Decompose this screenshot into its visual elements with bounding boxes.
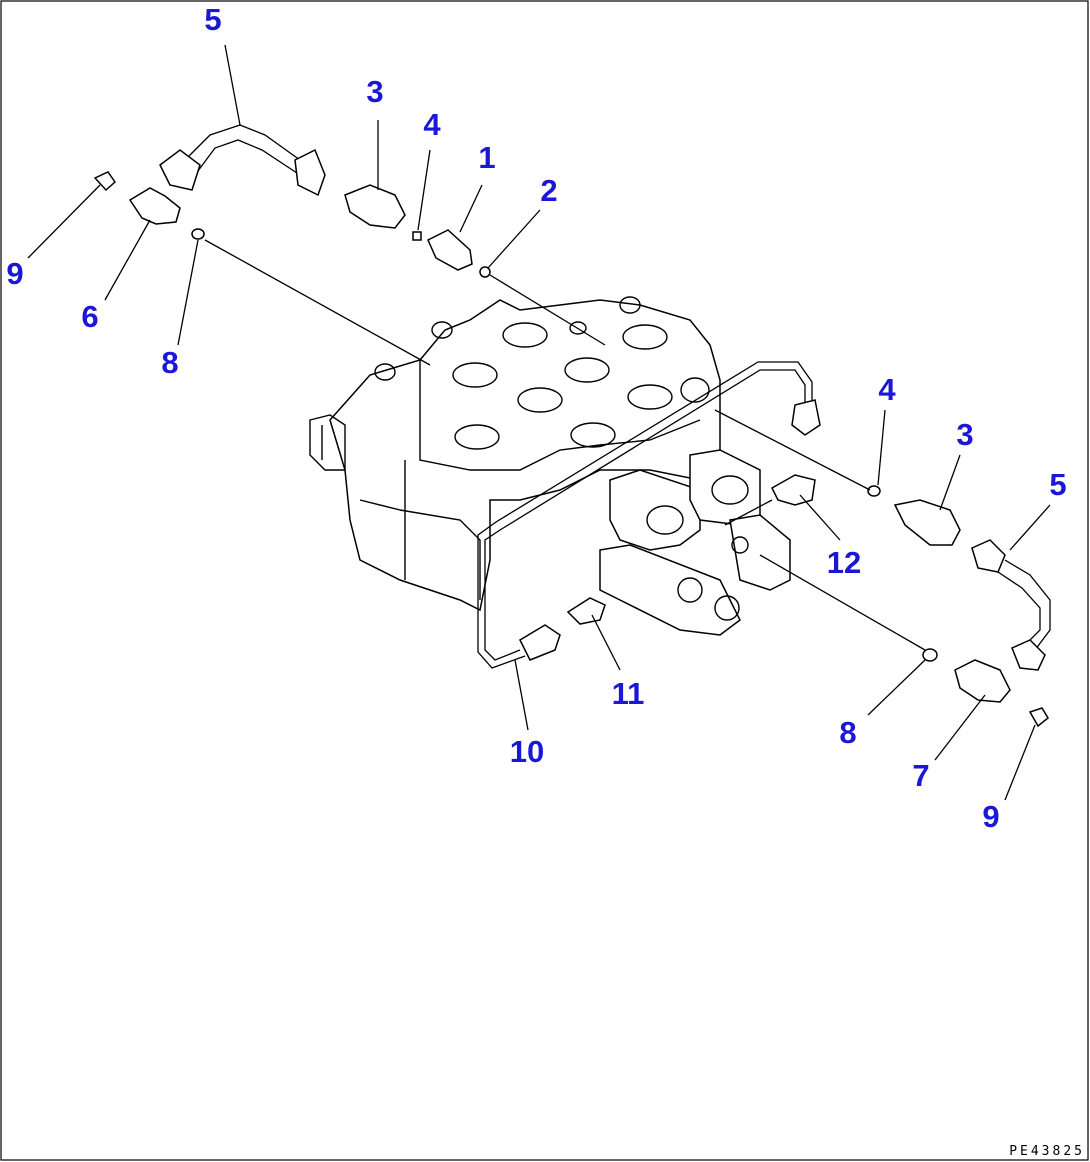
fitting-11 [566, 597, 606, 625]
drawing-code: PE43825 [1009, 1144, 1085, 1159]
elbow-6 [128, 187, 181, 225]
tee-12 [771, 474, 816, 506]
o-ring-2 [479, 266, 491, 278]
callout-11: 11 [612, 676, 645, 711]
seal-4-right [867, 485, 881, 497]
callout-3-right: 3 [956, 417, 973, 452]
tee-3-left [344, 184, 406, 229]
callout-5-left: 5 [204, 2, 221, 37]
callout-12: 12 [827, 545, 861, 580]
o-ring-8-right [922, 648, 938, 662]
callout-10: 10 [510, 734, 544, 769]
callout-7: 7 [912, 758, 929, 793]
callout-3-left: 3 [366, 74, 383, 109]
callout-9-left: 9 [6, 256, 23, 291]
spool-housings [599, 449, 791, 636]
elbow-7 [954, 659, 1011, 703]
o-ring-8-left [191, 228, 205, 240]
alignment-lines [204, 239, 926, 651]
tube-10 [477, 361, 821, 669]
connector-1 [427, 229, 473, 271]
plug-9-left [93, 171, 116, 192]
leader-lines [27, 44, 1051, 801]
callout-8-left: 8 [161, 345, 178, 380]
hose-5-left [159, 124, 326, 197]
callout-4-left: 4 [423, 107, 441, 142]
callout-5-right: 5 [1049, 467, 1066, 502]
callout-2: 2 [540, 173, 557, 208]
callout-8-right: 8 [839, 715, 856, 750]
tee-3-right [893, 499, 961, 546]
callout-4-right: 4 [878, 372, 896, 407]
hose-5-right [971, 539, 1051, 671]
callout-6: 6 [81, 299, 98, 334]
callout-1: 1 [478, 140, 495, 175]
control-valve-body [309, 296, 721, 612]
callout-9-right: 9 [982, 799, 999, 834]
plug-9-right [1028, 707, 1049, 728]
callout-labels: 5 3 4 1 2 9 6 8 4 3 5 12 11 10 8 7 9 [6, 2, 1066, 834]
seal-4-left [412, 231, 422, 241]
